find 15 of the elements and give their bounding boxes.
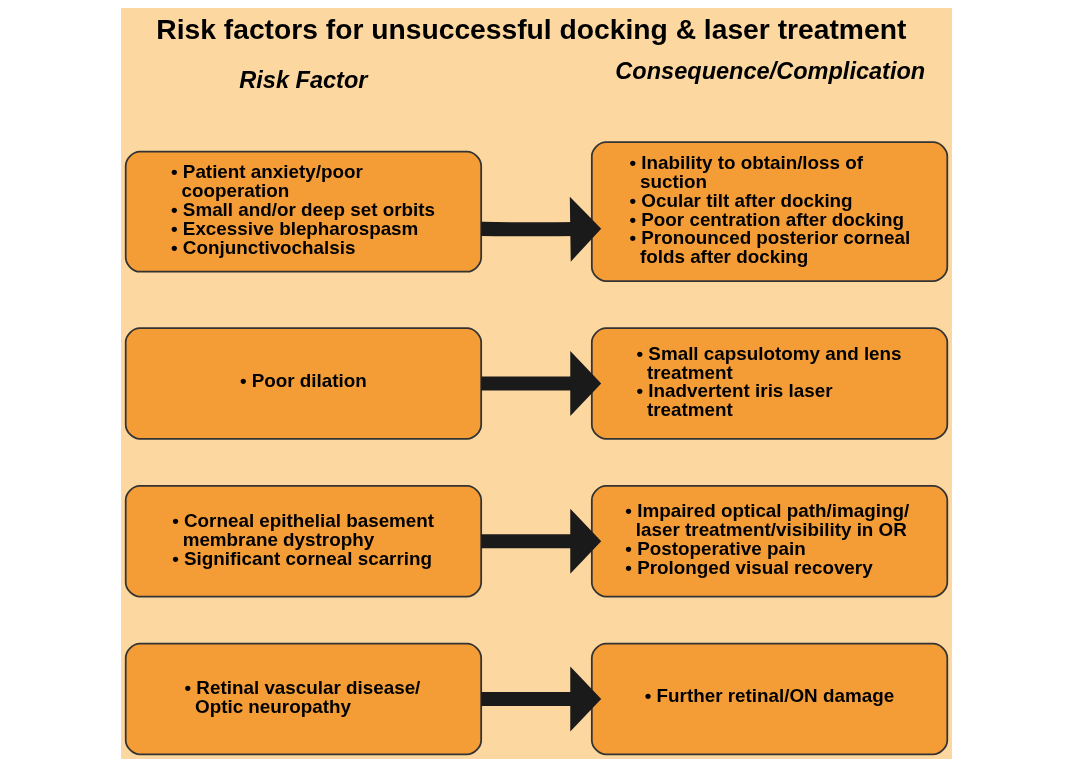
node-box: • Further retinal/ON damage xyxy=(590,642,949,756)
arrow xyxy=(481,508,602,574)
node-box: • Poor dilation xyxy=(124,327,483,440)
node-box: • Patient anxiety/poor cooperation • Small and/or deep set orbits • Excessive blepharospasm • Conjunctivochalsis xyxy=(124,150,483,273)
node-box: • Corneal epithelial basement membrane dystrophy • Significant corneal scarring xyxy=(124,485,483,598)
node-box: • Small capsulotomy and lens treatment • Inadvertent iris laser treatment xyxy=(590,327,949,440)
arrow xyxy=(481,351,602,416)
label: Risk Factor xyxy=(239,67,368,94)
node-box: • Retinal vascular disease/ Optic neuropathy xyxy=(124,642,483,756)
node-box: • Inability to obtain/loss of suction • Ocular tilt after docking • Poor centration after docking • Pronounced posterior corneal folds after docking xyxy=(590,141,949,282)
arrow xyxy=(481,666,602,732)
node-box: • Impaired optical path/imaging/ laser treatment/visibility in OR • Postoperative pain • Prolonged visual recovery xyxy=(590,485,949,598)
diagram-title: Risk factors for unsuccessful docking & laser treatment xyxy=(156,12,907,45)
arrow xyxy=(481,196,602,262)
label: Consequence/Complication xyxy=(615,57,926,84)
